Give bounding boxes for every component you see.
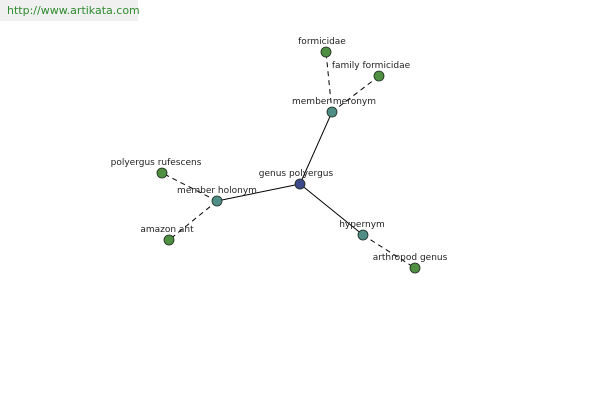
label-amazon_ant: amazon ant — [140, 225, 194, 235]
node-formicidae[interactable] — [320, 46, 332, 58]
node-polyergus_rufescens[interactable] — [156, 167, 168, 179]
node-member_holonym[interactable] — [211, 195, 223, 207]
graph-labels: genus polyergus member meronym formicidae f… — [111, 37, 448, 263]
node-arthropod_genus[interactable] — [409, 262, 421, 274]
label-genus_polyergus: genus polyergus — [259, 169, 334, 179]
label-arthropod_genus: arthropod genus — [373, 253, 448, 263]
label-member_holonym: member holonym — [177, 186, 257, 196]
label-polyergus_rufescens: polyergus rufescens — [111, 158, 202, 168]
edge-member_meronym-formicidae — [325, 51, 333, 113]
node-genus_polyergus[interactable] — [294, 178, 306, 190]
label-formicidae: formicidae — [298, 37, 346, 47]
edge-member_holonym-polyergus_rufescens — [161, 172, 218, 202]
edge-member_meronym-family_formicidae — [331, 75, 380, 113]
label-family_formicidae: family formicidae — [332, 61, 411, 71]
graph-edges — [161, 51, 416, 269]
node-family_formicidae[interactable] — [373, 70, 385, 82]
node-amazon_ant[interactable] — [163, 234, 175, 246]
site-banner: http://www.artikata.com — [0, 0, 140, 21]
edge-genus_polyergus-hypernym — [299, 183, 364, 236]
label-member_meronym: member meronym — [292, 97, 376, 107]
site-url-link[interactable]: http://www.artikata.com — [7, 4, 140, 17]
edge-genus_polyergus-member_meronym — [299, 111, 333, 185]
edge-hypernym-arthropod_genus — [362, 234, 416, 269]
edge-genus_polyergus-member_holonym — [216, 183, 301, 202]
label-hypernym: hypernym — [339, 220, 385, 230]
graph-nodes — [156, 46, 421, 274]
node-member_meronym[interactable] — [326, 106, 338, 118]
node-hypernym[interactable] — [357, 229, 369, 241]
edge-member_holonym-amazon_ant — [168, 200, 218, 241]
